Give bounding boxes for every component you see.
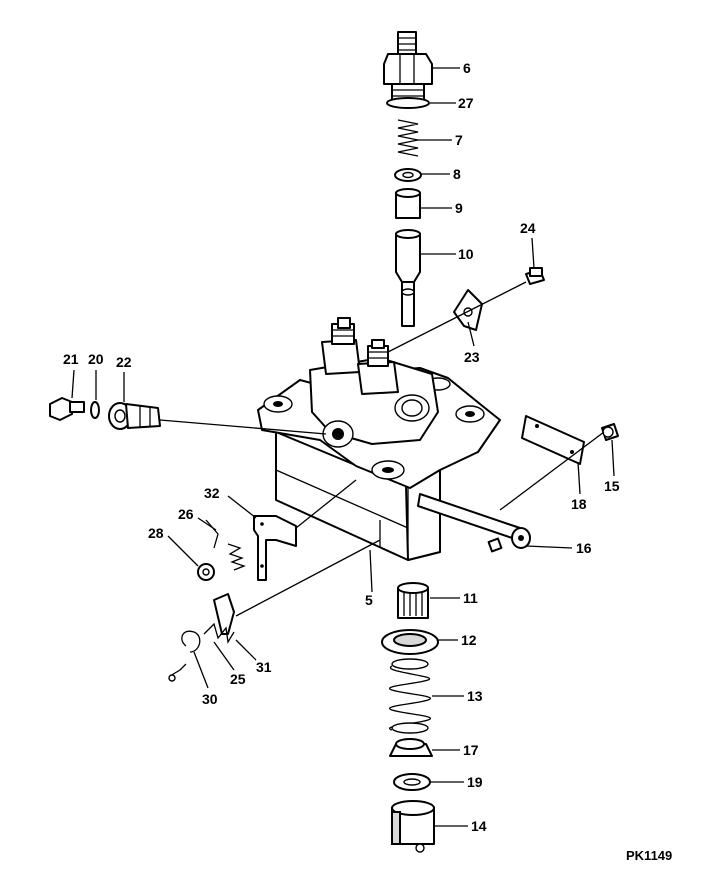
control-rack-part [417, 493, 531, 553]
delivery-valve-holder-part [383, 31, 433, 107]
bleeder-screw-part [525, 267, 545, 285]
callout-21: 21 [63, 351, 79, 367]
shim-part [393, 773, 431, 791]
callout-27: 27 [458, 95, 474, 111]
callout-31: 31 [256, 659, 272, 675]
callout-23: 23 [464, 349, 480, 365]
screw-part [601, 423, 619, 441]
delivery-valve-spring-part [397, 119, 419, 157]
callout-26: 26 [178, 506, 194, 522]
upper-spring-seat-part [381, 629, 439, 655]
control-sleeve-part [397, 582, 429, 619]
pump-body-part [257, 317, 501, 561]
plunger-spring-part [388, 658, 432, 734]
callout-6: 6 [463, 60, 471, 76]
banjo-fitting-part [108, 402, 161, 430]
callout-22: 22 [116, 354, 132, 370]
lower-spring-seat-part [389, 738, 433, 757]
callout-19: 19 [467, 774, 483, 790]
lever-spring-part [203, 622, 235, 644]
callout-17: 17 [463, 742, 479, 758]
washer-part [90, 401, 100, 419]
callout-12: 12 [461, 632, 477, 648]
banjo-bolt-part [49, 397, 85, 421]
callout-10: 10 [458, 246, 474, 262]
spring-seat-part [394, 168, 422, 182]
callout-30: 30 [202, 691, 218, 707]
lever-plate-part [253, 515, 297, 581]
delivery-valve-part [395, 188, 421, 219]
tappet-part [391, 800, 435, 853]
gasket-part [386, 97, 430, 109]
callout-11: 11 [463, 590, 478, 606]
snap-ring-part [168, 630, 201, 682]
callout-16: 16 [576, 540, 592, 556]
governor-lever-part [213, 593, 235, 635]
callout-32: 32 [204, 485, 220, 501]
clip-part [197, 563, 215, 581]
callout-labels: 6 27 7 8 9 10 24 23 21 20 22 15 18 32 26… [63, 60, 620, 834]
leader-lines [71, 67, 615, 827]
callout-20: 20 [88, 351, 104, 367]
delivery-valve-seat-part [395, 229, 421, 327]
callout-14: 14 [471, 818, 487, 834]
callout-7: 7 [455, 132, 463, 148]
callout-9: 9 [455, 200, 463, 216]
callout-15: 15 [604, 478, 620, 494]
return-spring-part [205, 519, 246, 571]
callout-24: 24 [520, 220, 536, 236]
callout-8: 8 [453, 166, 461, 182]
callout-13: 13 [467, 688, 483, 704]
rack-plate-part [521, 415, 585, 465]
callout-28: 28 [148, 525, 164, 541]
callout-18: 18 [571, 496, 587, 512]
drawing-code: PK1149 [626, 848, 672, 863]
callout-25: 25 [230, 671, 246, 687]
callout-5: 5 [365, 592, 373, 608]
